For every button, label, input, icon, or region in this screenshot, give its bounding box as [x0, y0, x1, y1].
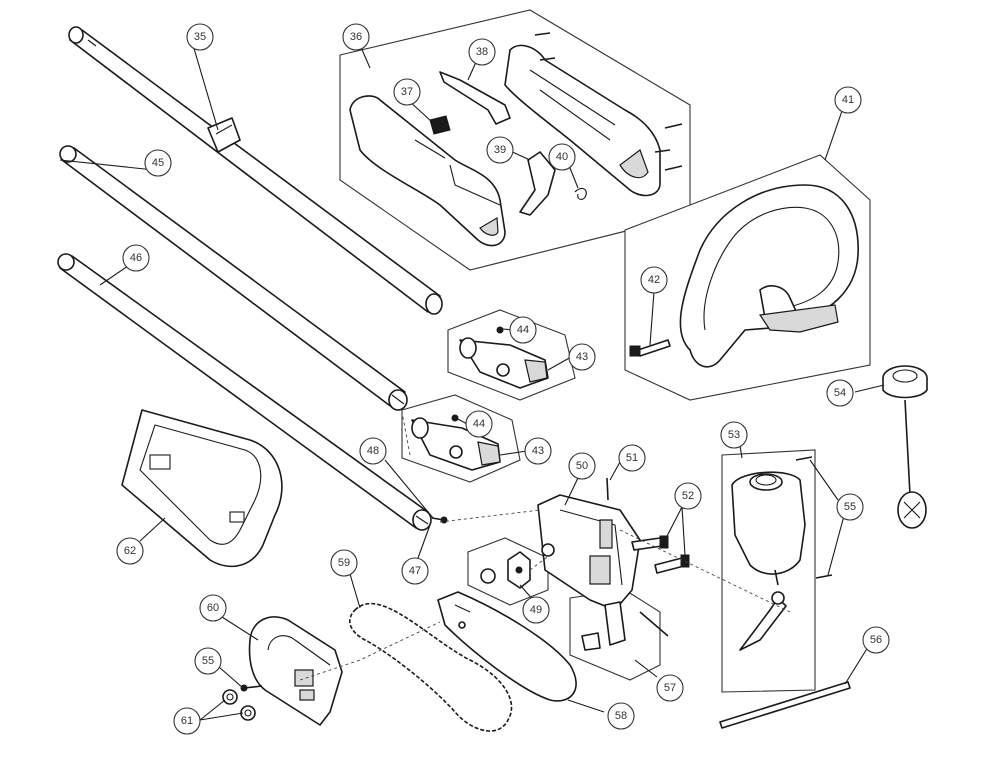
spring-40 — [574, 187, 587, 200]
svg-text:48: 48 — [367, 445, 379, 457]
callout-44-lower: 44 — [465, 410, 493, 438]
svg-text:43: 43 — [576, 351, 588, 363]
loop-handle-41 — [679, 184, 859, 368]
svg-text:43: 43 — [532, 445, 544, 457]
svg-text:36: 36 — [350, 31, 362, 43]
callout-51: 51 — [618, 444, 646, 472]
callout-47: 47 — [401, 557, 429, 585]
svg-text:42: 42 — [648, 274, 660, 286]
callout-45: 45 — [144, 149, 172, 177]
bar-cover-62 — [121, 409, 283, 568]
svg-text:61: 61 — [181, 715, 193, 727]
callout-60: 60 — [199, 594, 227, 622]
guide-bar-58 — [437, 591, 577, 702]
svg-text:44: 44 — [473, 418, 485, 430]
svg-text:38: 38 — [476, 46, 488, 58]
svg-text:49: 49 — [530, 604, 542, 616]
nuts-61 — [222, 689, 256, 721]
callout-52: 52 — [674, 482, 702, 510]
svg-text:37: 37 — [401, 86, 413, 98]
bolt-42 — [629, 339, 671, 357]
coupler-43-upper — [459, 326, 549, 389]
sprocket-cover-60 — [248, 616, 343, 726]
callout-58: 58 — [607, 702, 635, 730]
assembly-lines — [299, 411, 791, 681]
bolts-52 — [631, 535, 690, 574]
sprocket-49 — [480, 551, 531, 589]
middle-shaft-45 — [59, 145, 408, 411]
callout-55-lower: 55 — [194, 647, 222, 675]
svg-text:57: 57 — [664, 682, 676, 694]
upper-shaft-35 — [68, 26, 443, 315]
callout-53: 53 — [720, 421, 748, 449]
svg-text:39: 39 — [494, 144, 506, 156]
callout-48: 48 — [359, 437, 387, 465]
svg-text:56: 56 — [870, 634, 882, 646]
oil-tank-53 — [731, 471, 806, 651]
callout-55-tank: 55 — [836, 493, 864, 521]
gearbox-50 — [537, 494, 641, 611]
throttle-link-38 — [439, 71, 511, 125]
tank-screws-55 — [795, 456, 833, 579]
svg-text:45: 45 — [152, 157, 164, 169]
leader-lines — [59, 44, 885, 721]
switch-37 — [429, 115, 451, 135]
callout-61: 61 — [173, 707, 201, 735]
svg-text:41: 41 — [842, 94, 854, 106]
screw-48 — [431, 516, 448, 524]
svg-text:59: 59 — [338, 557, 350, 569]
callout-49: 49 — [522, 596, 550, 624]
handle-half-right — [504, 44, 661, 197]
callout-42: 42 — [640, 266, 668, 294]
rod-56 — [719, 681, 851, 729]
svg-text:62: 62 — [124, 545, 136, 557]
screw-51 — [606, 477, 609, 501]
callout-50: 50 — [568, 452, 596, 480]
callout-43-upper: 43 — [568, 343, 596, 371]
callout-62: 62 — [116, 537, 144, 565]
svg-text:46: 46 — [130, 252, 142, 264]
svg-text:55: 55 — [844, 501, 856, 513]
callout-35: 35 — [186, 23, 214, 51]
callout-39: 39 — [486, 136, 514, 164]
callout-43-lower: 43 — [524, 437, 552, 465]
callout-59: 59 — [330, 549, 358, 577]
svg-text:52: 52 — [682, 490, 694, 502]
svg-text:50: 50 — [576, 460, 588, 472]
svg-text:54: 54 — [834, 387, 846, 399]
oil-cap-54 — [882, 365, 928, 529]
callout-57: 57 — [656, 674, 684, 702]
callout-37: 37 — [393, 78, 421, 106]
callout-40: 40 — [548, 143, 576, 171]
gear-parts-57 — [581, 601, 669, 651]
handle-half-left — [349, 95, 506, 247]
svg-text:47: 47 — [409, 565, 421, 577]
handle-screws — [534, 32, 683, 171]
trigger-39 — [519, 151, 556, 216]
callout-38: 38 — [468, 38, 496, 66]
callout-36: 36 — [342, 23, 370, 51]
screw-55-lower — [240, 684, 263, 692]
svg-text:51: 51 — [626, 452, 638, 464]
svg-text:60: 60 — [207, 602, 219, 614]
callout-41: 41 — [834, 86, 862, 114]
svg-text:40: 40 — [556, 151, 568, 163]
callout-54: 54 — [826, 379, 854, 407]
callout-44-upper: 44 — [509, 316, 537, 344]
svg-text:44: 44 — [517, 324, 529, 336]
svg-text:53: 53 — [728, 429, 740, 441]
svg-text:58: 58 — [615, 710, 627, 722]
saw-chain-59 — [349, 602, 513, 732]
svg-text:55: 55 — [202, 655, 214, 667]
callout-46: 46 — [122, 244, 150, 272]
callout-56: 56 — [862, 626, 890, 654]
svg-text:35: 35 — [194, 31, 206, 43]
coupler-43-lower — [411, 414, 501, 471]
